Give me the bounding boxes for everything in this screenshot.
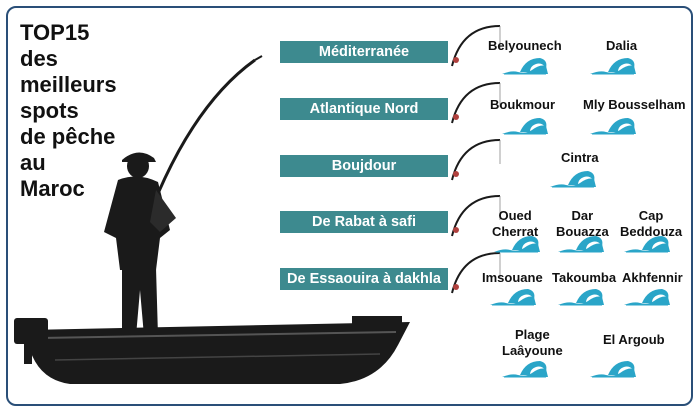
fishing-rod-icon	[451, 82, 501, 124]
title-line: TOP15	[20, 20, 90, 45]
wave-icon	[590, 361, 636, 378]
spot-plage-laayoune: Plage Laâyoune	[502, 327, 563, 358]
title-line: au	[20, 150, 46, 175]
region-mediterranee: Méditerranée	[280, 41, 448, 63]
wave-icon	[490, 289, 536, 306]
wave-icon	[590, 118, 636, 135]
wave-icon	[502, 361, 548, 378]
wave-icon	[590, 58, 636, 75]
title-line: meilleurs	[20, 72, 117, 97]
spot-imsouane: Imsouane	[482, 270, 543, 285]
fishing-rod-icon	[451, 252, 501, 294]
region-essaouira-dakhla: De Essaouira à dakhla	[280, 268, 448, 290]
title-line: Maroc	[20, 176, 85, 201]
wave-icon	[558, 236, 604, 253]
wave-icon	[624, 236, 670, 253]
boat-illustration	[14, 316, 410, 384]
spot-boukmour: Boukmour	[490, 97, 555, 112]
wave-icon	[550, 171, 596, 188]
spot-cintra: Cintra	[561, 150, 599, 165]
title-line: spots	[20, 98, 79, 123]
region-atlantique-nord: Atlantique Nord	[280, 98, 448, 120]
region-rabat-safi: De Rabat à safi	[280, 211, 448, 233]
spot-el-argoub: El Argoub	[603, 332, 665, 347]
infographic-frame	[6, 6, 693, 406]
spot-akhfennir: Akhfennir	[622, 270, 683, 285]
fishing-rod-icon	[451, 139, 501, 181]
title-line: de pêche	[20, 124, 116, 149]
spot-belyounech: Belyounech	[488, 38, 562, 53]
spot-cap-beddouza: Cap Beddouza	[620, 208, 683, 239]
title-line: des	[20, 46, 58, 71]
spot-dar-bouazza: Dar Bouazza	[556, 208, 609, 239]
spot-dalia: Dalia	[606, 38, 638, 53]
fishing-rod-icon	[451, 195, 501, 237]
wave-icon	[502, 58, 548, 75]
wave-icon	[558, 289, 604, 306]
wave-icon	[494, 236, 540, 253]
spot-takoumba: Takoumba	[552, 270, 617, 285]
fishing-rod-icon	[451, 25, 501, 67]
spot-mly-bousselham: Mly Bousselham	[583, 97, 686, 112]
wave-icon	[502, 118, 548, 135]
spot-oued-cherrat: Oued Cherrat	[492, 208, 539, 239]
region-boujdour: Boujdour	[280, 155, 448, 177]
wave-icon	[624, 289, 670, 306]
